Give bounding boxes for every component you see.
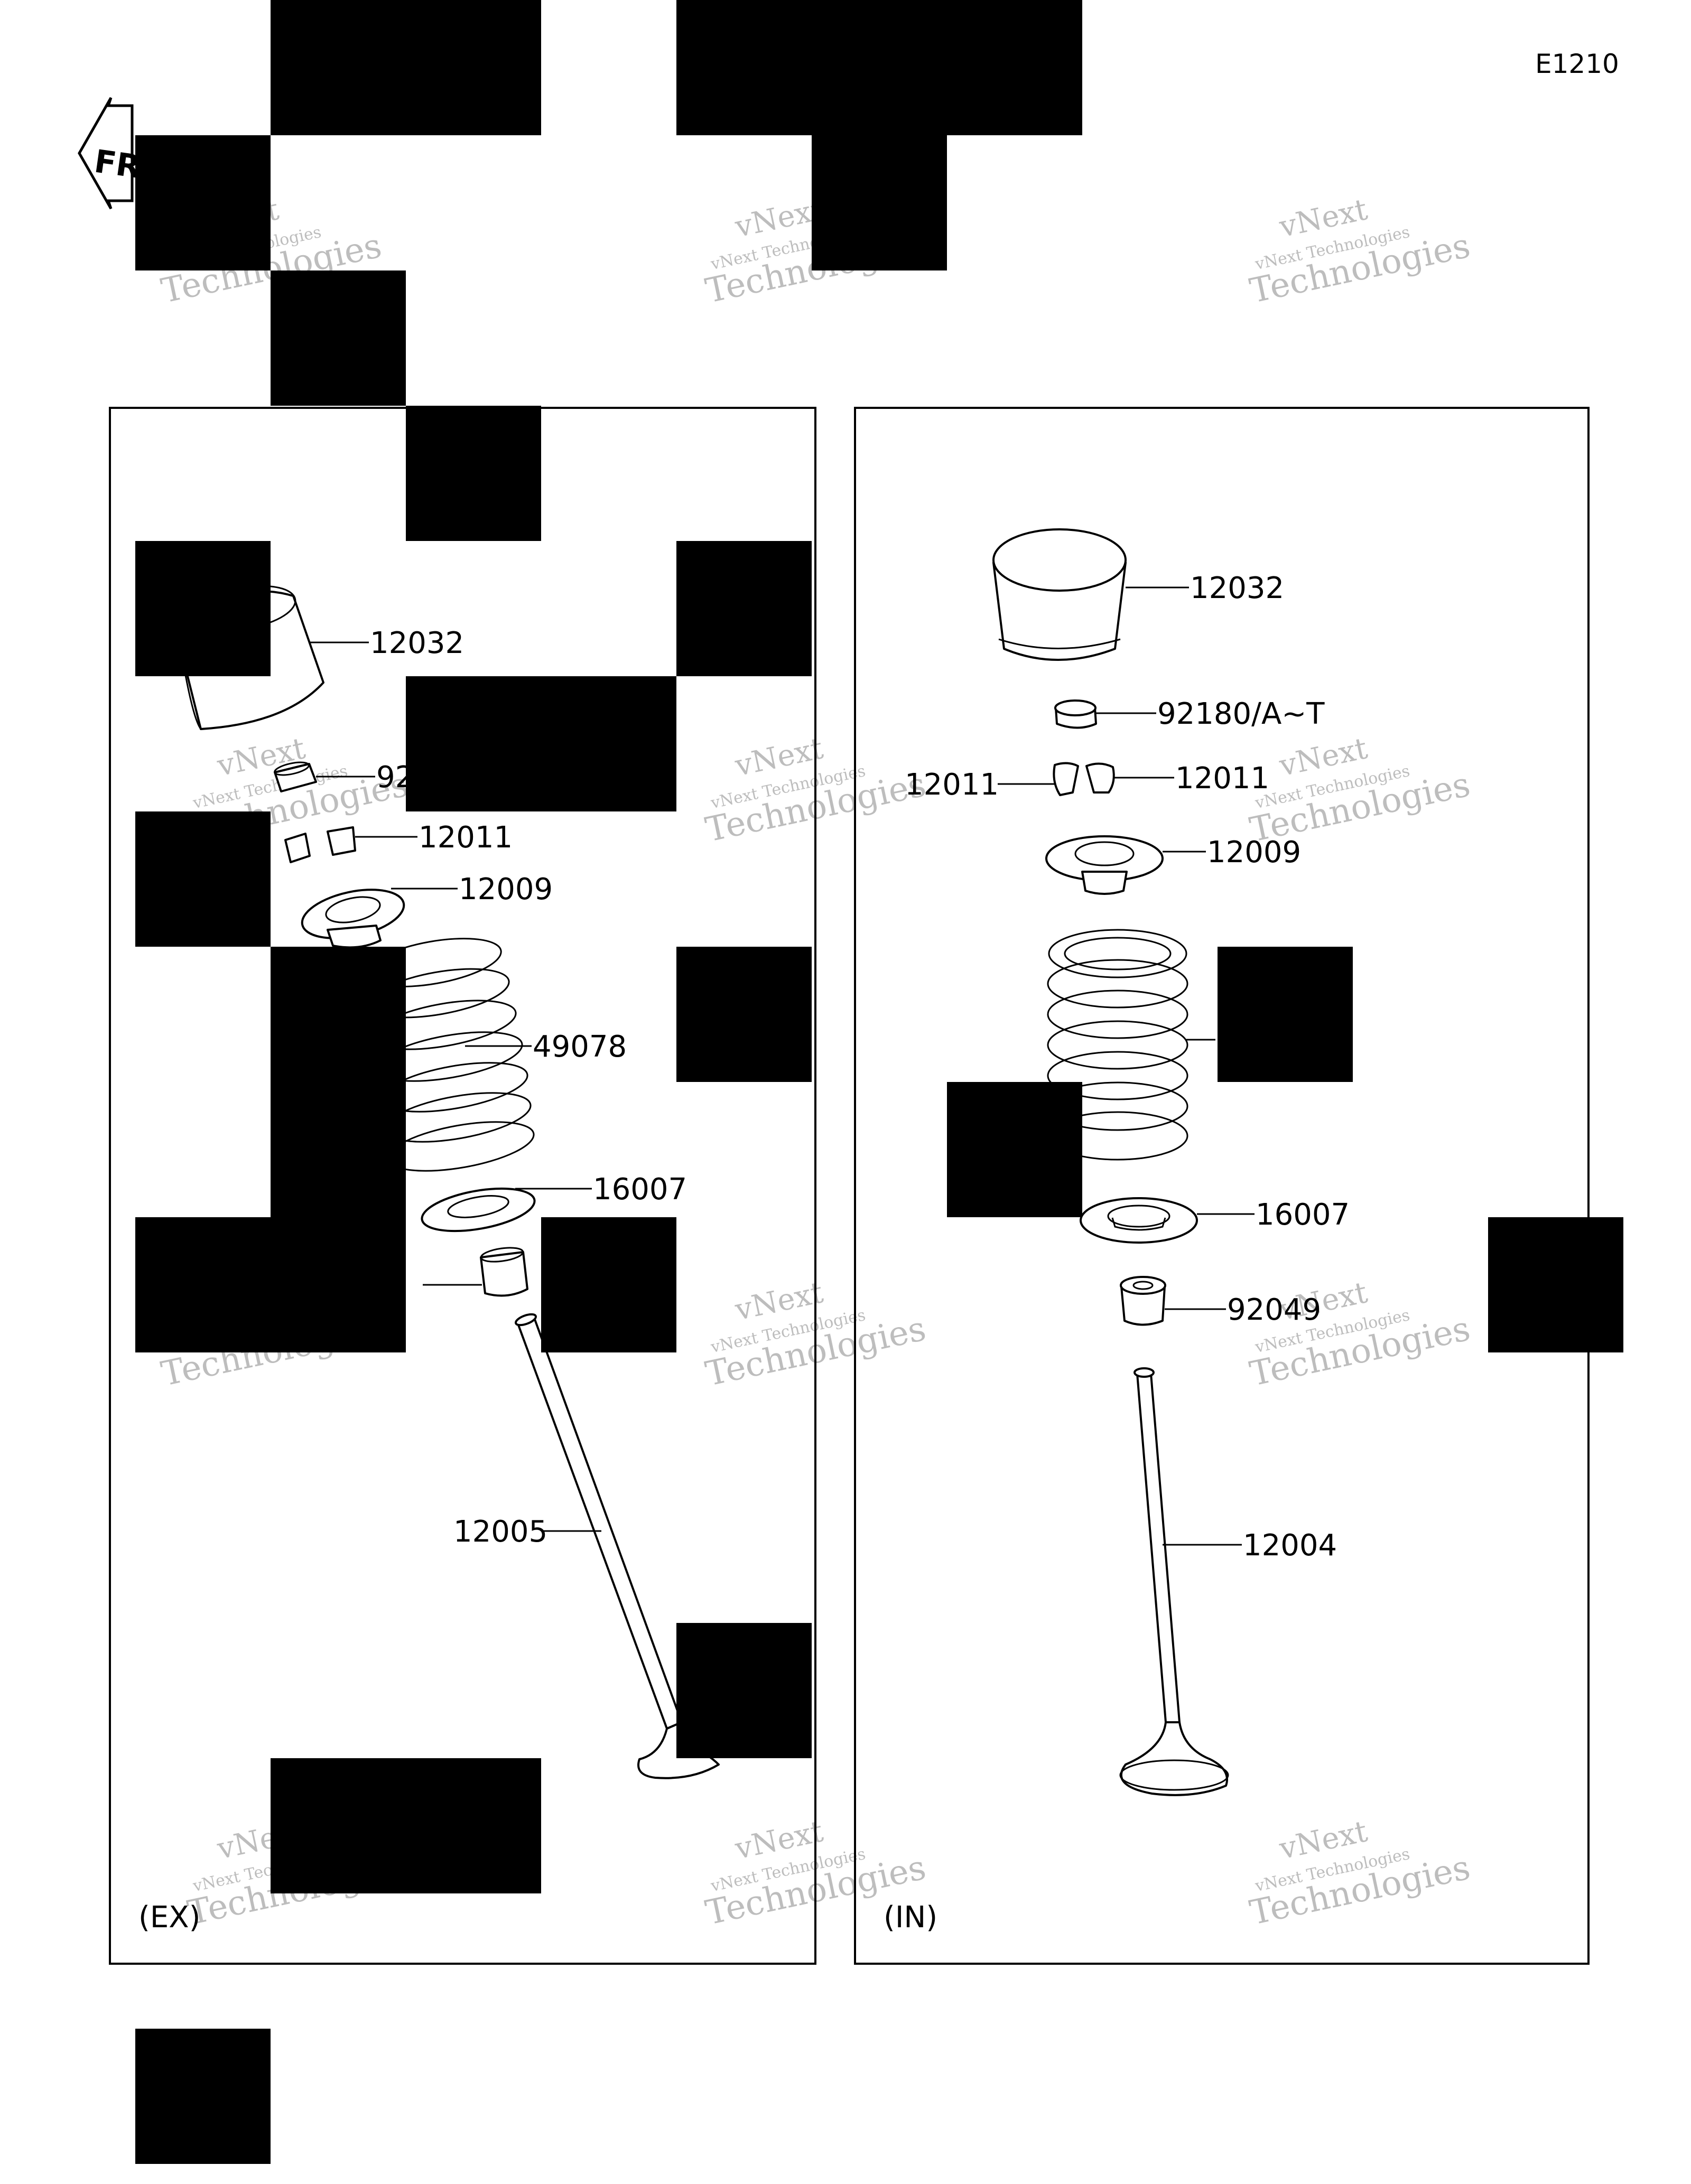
in-spring-seat-part — [1080, 1197, 1198, 1244]
intake-panel-title: (IN) — [884, 1900, 937, 1935]
in-stem-seal-part — [1120, 1276, 1166, 1326]
ex-label-retainer: 12009 — [459, 872, 553, 907]
ex-label-spring-seat: 16007 — [593, 1172, 687, 1207]
in-label-spring-seat: 16007 — [1256, 1198, 1350, 1232]
in-label-shim: 92180/A~T — [1157, 697, 1325, 731]
in-valve-part — [1119, 1367, 1229, 1796]
intake-panel-frame — [854, 407, 1590, 1965]
in-label-keeper-left: 12011 — [905, 768, 999, 802]
ex-label-tappet: 12032 — [370, 626, 464, 660]
ex-stem-seal-part — [480, 1247, 528, 1297]
front-marker: FR — [92, 143, 143, 185]
ex-label-spring: 49078 — [533, 1030, 627, 1064]
redaction-masks — [135, 0, 1623, 2164]
in-retainer-part — [1045, 835, 1164, 895]
ex-label-keeper: 12011 — [419, 820, 513, 855]
in-label-stem-seal: 92049 — [1227, 1293, 1321, 1327]
in-label-keeper-right: 12011 — [1175, 761, 1269, 796]
ex-label-valve: 12005 — [453, 1515, 547, 1549]
front-arrow-icon: FR — [78, 97, 143, 210]
exhaust-panel-title: (EX) — [138, 1900, 200, 1935]
ex-spring-seat-part — [421, 1187, 536, 1233]
ex-retainer-part — [301, 889, 405, 949]
ex-keeper-part — [284, 826, 356, 863]
in-keeper-part — [1053, 762, 1115, 796]
in-tappet-part — [992, 528, 1127, 661]
in-label-valve: 12004 — [1243, 1528, 1337, 1563]
in-label-tappet: 12032 — [1190, 571, 1284, 605]
ex-shim-part — [274, 761, 317, 792]
in-label-retainer: 12009 — [1207, 835, 1301, 870]
in-shim-part — [1054, 699, 1097, 729]
diagram-code: E1210 — [1535, 49, 1619, 79]
